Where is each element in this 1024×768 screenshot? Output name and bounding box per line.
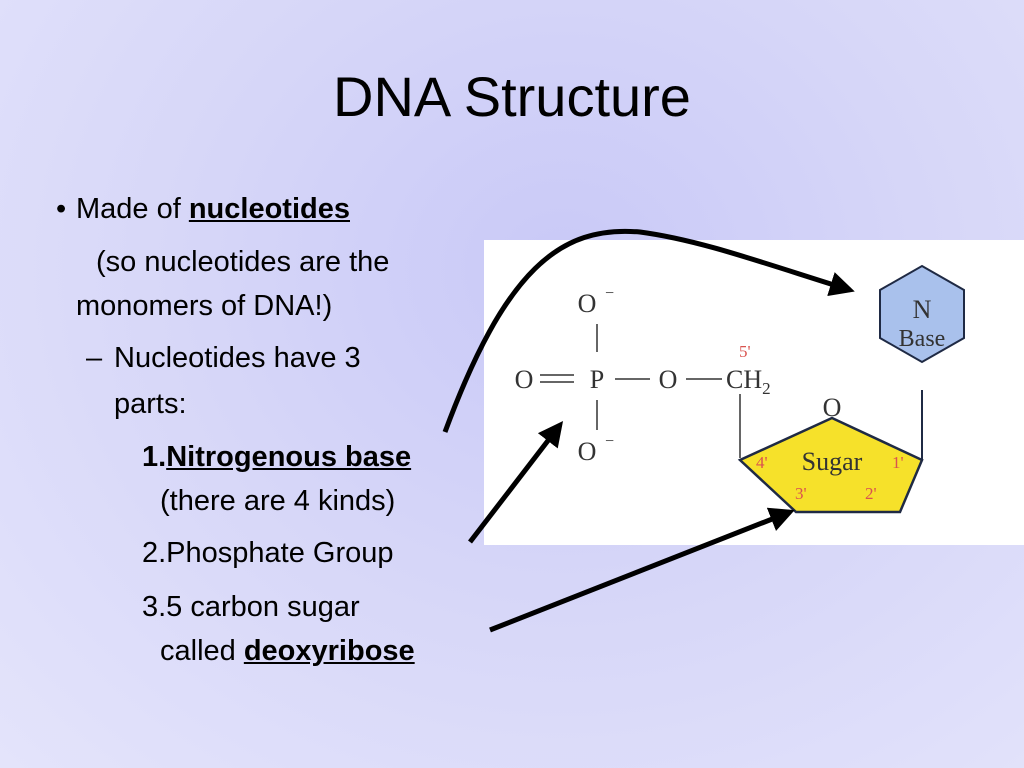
item1-line2: (there are 4 kinds) xyxy=(160,485,396,517)
slide-title: DNA Structure xyxy=(333,65,691,128)
nitrogenous-base: N Base xyxy=(879,264,965,364)
phosphate-group: O − O P O CH2 5' O − xyxy=(515,285,771,466)
sub-bullet-line2: parts: xyxy=(114,388,187,420)
sugar-ring-oxygen: O xyxy=(823,393,842,422)
carbon-5-label: 5' xyxy=(739,342,751,361)
base-hexagon xyxy=(879,264,965,364)
bullet-glyph: • xyxy=(56,193,67,225)
base-label-n: N xyxy=(913,295,932,324)
carbon-3-label: 3' xyxy=(795,484,807,503)
sub-bullet-parts: –Nucleotides have 3 xyxy=(86,341,361,375)
made-of-text: Made of xyxy=(76,193,189,225)
phosphate-o-bottom: O xyxy=(578,437,597,466)
ch-subscript: 2 xyxy=(762,379,771,398)
base-label-base: Base xyxy=(899,326,946,352)
phosphate-o-top-charge: − xyxy=(605,285,614,302)
deoxyribose-term: deoxyribose xyxy=(243,635,415,667)
phosphate-o-top: O xyxy=(578,289,597,318)
bullet-line-3: monomers of DNA!) xyxy=(76,290,333,322)
bullet-line-2: (so nucleotides are the xyxy=(96,246,390,278)
phosphate-o-bottom-charge: − xyxy=(605,433,614,450)
phosphate-p: P xyxy=(590,365,604,394)
bullet-made-of: • Made of nucleotides xyxy=(56,192,350,226)
nucleotide-diagram: O − O P O CH2 5' O − O Sugar 1' 2' 3' 4' xyxy=(484,240,1024,545)
item3-line2: called deoxyribose xyxy=(160,634,415,668)
phosphate-o-left: O xyxy=(515,365,534,394)
carbon-4-label: 4' xyxy=(756,453,768,472)
dash-glyph: – xyxy=(86,342,103,374)
ch-text: CH xyxy=(726,365,762,394)
sub-bullet-line1: Nucleotides have 3 xyxy=(114,342,361,374)
nitrogenous-base-term: Nitrogenous base xyxy=(166,441,412,473)
phosphate-o-right: O xyxy=(659,365,678,394)
sugar-label: Sugar xyxy=(802,447,863,476)
item-nitrogenous-base: 1.Nitrogenous base xyxy=(142,440,411,474)
item-carbon-sugar: 3.5 carbon sugar xyxy=(142,591,360,623)
nucleotide-svg: O − O P O CH2 5' O − O Sugar 1' 2' 3' 4' xyxy=(515,264,965,514)
sugar-ring: O Sugar 1' 2' 3' 4' xyxy=(737,390,924,514)
called-text: called xyxy=(160,635,244,667)
carbon-2-label: 2' xyxy=(865,484,877,503)
item1-number: 1. xyxy=(142,441,167,473)
item-phosphate-group: 2.Phosphate Group xyxy=(142,537,394,569)
nucleotides-term: nucleotides xyxy=(188,193,350,225)
sugar-pentagon xyxy=(737,416,924,514)
ch2-group: CH2 xyxy=(726,365,771,398)
carbon-1-label: 1' xyxy=(892,453,904,472)
